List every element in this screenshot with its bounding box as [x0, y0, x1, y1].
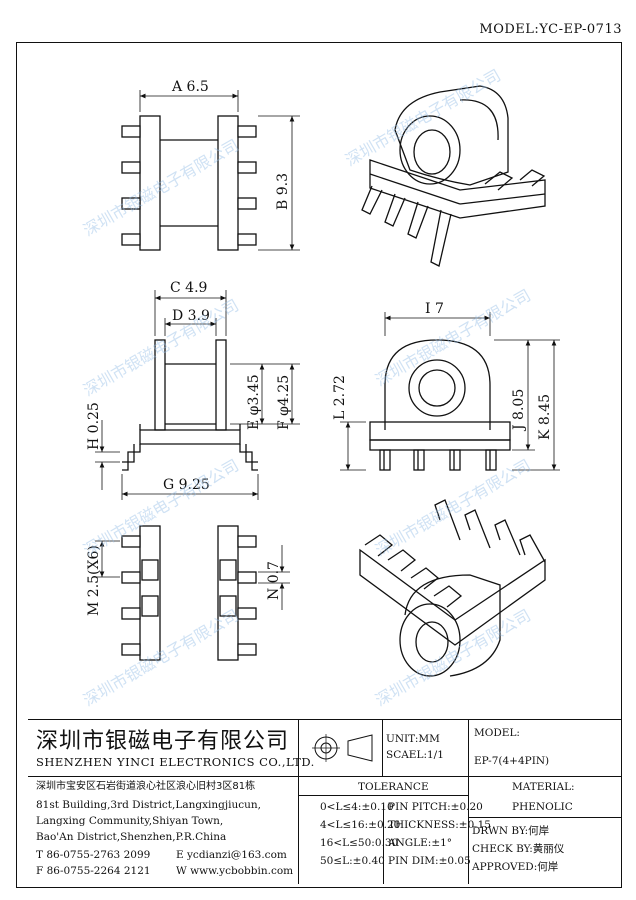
drawing-frame	[16, 42, 622, 888]
fax: F 86-0755-2264 2121	[36, 865, 151, 877]
address-cn: 深圳市宝安区石岩街道浪心社区浪心旧村3区81栋	[36, 781, 256, 792]
tolerance-label: TOLERANCE	[358, 781, 429, 793]
dim-j-label: J 8.05	[511, 389, 527, 432]
email: E ycdianzi@163.com	[176, 849, 287, 861]
iso-view-top	[361, 85, 546, 267]
dim-b-label: B 9.3	[275, 173, 291, 210]
address-en-line3: Bao'An District,Shenzhen,P.R.China	[36, 831, 227, 843]
bottom-view: M 2.5(X6) N 0.7	[86, 525, 290, 661]
front-view: C 4.9 D 3.9 E φ3.45 F φ4.25 H 0.25 G 9.2…	[86, 280, 300, 500]
address-en-line2: Langxing Community,Shiyan Town,	[36, 815, 224, 827]
top-view: A 6.5 B 9.3	[121, 79, 300, 251]
dim-m-label: M 2.5(X6)	[86, 545, 102, 616]
dim-c-label: C 4.9	[170, 280, 207, 296]
dim-k-label: K 8.45	[537, 394, 553, 440]
dim-n-label: N 0.7	[266, 561, 282, 600]
address-en-line1: 81st Building,3rd District,Langxingjiucu…	[36, 799, 261, 811]
dim-l-label: L 2.72	[332, 375, 348, 420]
angle: ANGLE:±1°	[388, 837, 453, 849]
tolerance-4: 50≤L:±0.40	[320, 855, 385, 867]
dim-g-label: G 9.25	[163, 477, 210, 493]
dim-d-label: D 3.9	[172, 308, 210, 324]
material-value: PHENOLIC	[512, 801, 573, 813]
scale: SCAEL:1/1	[386, 749, 444, 761]
material-label: MATERIAL:	[512, 781, 575, 793]
tolerance-2: 4<L≤16:±0.20	[320, 819, 401, 831]
side-view: I 7 L 2.72 J 8.05 K 8.45	[332, 301, 560, 471]
dim-h-label: H 0.25	[86, 402, 102, 450]
model-value: EP-7(4+4PIN)	[474, 755, 550, 767]
dim-e-label: E φ3.45	[246, 374, 262, 430]
pin-pitch: PIN PITCH:±0.20	[388, 801, 483, 813]
approved-by: APPROVED:何岸	[472, 861, 559, 873]
dim-a-label: A 6.5	[171, 79, 209, 95]
dim-f-label: F φ4.25	[276, 375, 292, 430]
company-name-cn: 深圳市银磁电子有限公司	[36, 729, 290, 754]
dim-i-label: I 7	[425, 301, 444, 317]
tolerance-3: 16<L≤50:0.30	[320, 837, 399, 849]
tolerance-1: 0<L≤4:±0.10	[320, 801, 394, 813]
company-name-en: SHENZHEN YINCI ELECTRONICS CO.,LTD.	[36, 755, 315, 769]
checked-by: CHECK BY:黄丽仪	[472, 843, 565, 855]
title-block: 深圳市银磁电子有限公司 SHENZHEN YINCI ELECTRONICS C…	[28, 719, 624, 884]
model-label: MODEL:	[474, 727, 520, 739]
pin-dim: PIN DIM:±0.05	[388, 855, 471, 867]
website: W www.ycbobbin.com	[176, 865, 294, 877]
tel: T 86-0755-2763 2099	[36, 849, 151, 861]
model-header: MODEL:YC-EP-0713	[479, 22, 622, 37]
iso-view-bottom	[359, 499, 546, 677]
thickness: THICKNESS:±0.15	[388, 819, 491, 831]
unit: UNIT:MM	[386, 733, 440, 745]
projection-symbol-icon	[312, 734, 373, 762]
drawn-by: DRWN BY:何岸	[472, 825, 550, 837]
